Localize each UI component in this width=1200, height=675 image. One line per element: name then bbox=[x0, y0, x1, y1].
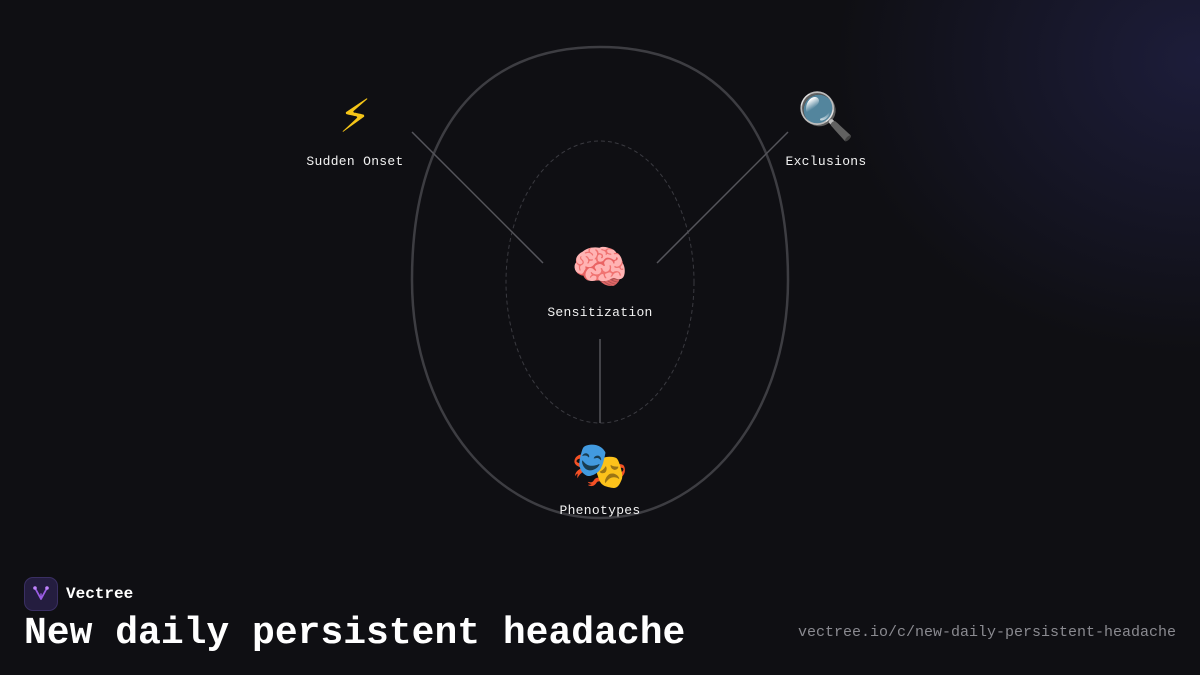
theater-masks-icon: 🎭 bbox=[571, 438, 629, 492]
magnifier-icon: 🔍 bbox=[797, 89, 855, 143]
page-title: New daily persistent headache bbox=[24, 612, 686, 655]
node-sudden-onset[interactable]: ⚡ Sudden Onset bbox=[275, 88, 435, 169]
node-label-sudden-onset: Sudden Onset bbox=[306, 154, 404, 169]
page-url[interactable]: vectree.io/c/new-daily-persistent-headac… bbox=[797, 624, 1176, 641]
node-sensitization[interactable]: 🧠 Sensitization bbox=[520, 239, 680, 320]
connector-exclusions-sensitization bbox=[656, 131, 789, 264]
brain-icon: 🧠 bbox=[571, 240, 629, 294]
inner-brain-outline bbox=[505, 140, 695, 424]
vectree-logo-icon bbox=[24, 577, 58, 611]
vectree-logo-mark bbox=[33, 586, 49, 600]
outer-head-outline bbox=[410, 45, 790, 520]
lightning-icon: ⚡ bbox=[338, 89, 372, 143]
node-label-exclusions: Exclusions bbox=[785, 154, 867, 169]
node-label-phenotypes: Phenotypes bbox=[559, 503, 641, 518]
node-exclusions[interactable]: 🔍 Exclusions bbox=[746, 88, 906, 169]
node-phenotypes[interactable]: 🎭 Phenotypes bbox=[520, 437, 680, 518]
brand[interactable]: Vectree bbox=[24, 577, 133, 611]
node-label-sensitization: Sensitization bbox=[547, 305, 653, 320]
brand-name: Vectree bbox=[66, 585, 134, 603]
connector-sudden-onset-sensitization bbox=[411, 131, 544, 264]
